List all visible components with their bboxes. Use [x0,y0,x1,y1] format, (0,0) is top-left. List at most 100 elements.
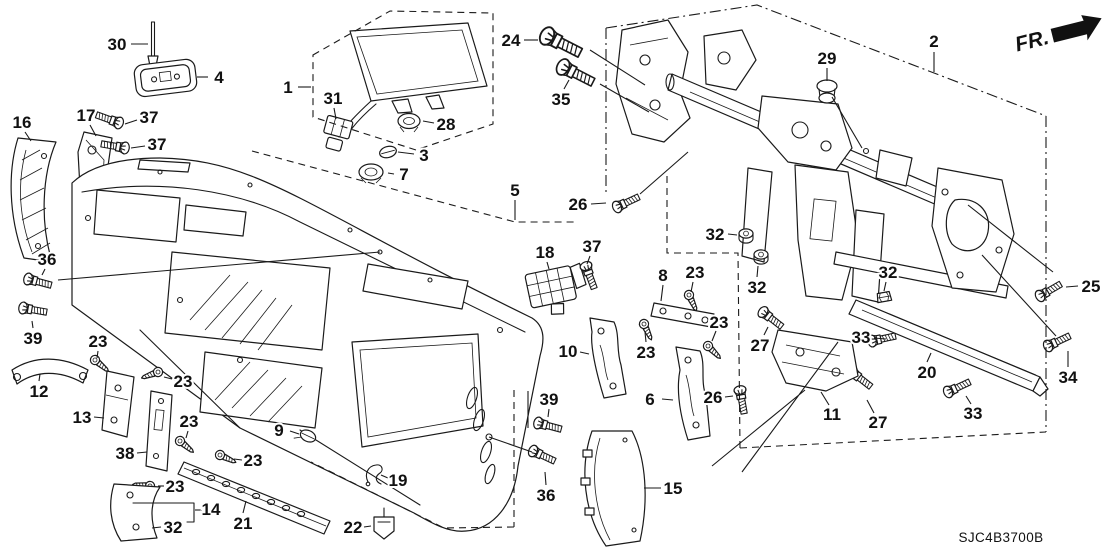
part-callout-23[interactable]: 23 [635,341,658,364]
part-callout-21[interactable]: 21 [232,512,255,535]
part-callout-12[interactable]: 12 [28,380,51,403]
part-29-grommet-drawing [816,79,838,104]
part-callout-13[interactable]: 13 [71,406,94,429]
part-callout-11[interactable]: 11 [821,403,843,426]
part-callout-17[interactable]: 17 [75,104,98,127]
part-callout-24[interactable]: 24 [500,29,523,52]
callout-leader-line [644,331,647,343]
part-23-screw-drawing [637,317,657,343]
part-callout-18[interactable]: 18 [534,241,557,264]
part-callout-32[interactable]: 32 [162,516,185,539]
part-callout-35[interactable]: 35 [550,88,573,111]
part-36-bolt-drawing [526,443,558,468]
part-callout-7[interactable]: 7 [397,163,410,186]
part-callout-31[interactable]: 31 [322,87,345,110]
part-callout-33[interactable]: 33 [850,326,873,349]
part-3-clip-drawing [379,145,397,159]
part-callout-23[interactable]: 23 [178,410,201,433]
part-callout-28[interactable]: 28 [435,113,458,136]
part-callout-20[interactable]: 20 [916,361,939,384]
part-callout-23[interactable]: 23 [87,330,110,353]
part-callout-36[interactable]: 36 [535,484,558,507]
part-32-clip-drawing [875,290,893,304]
part-callout-15[interactable]: 15 [662,477,685,500]
part-callout-27[interactable]: 27 [867,411,890,434]
part-callout-8[interactable]: 8 [656,264,669,287]
part-26-bolt-drawing [610,190,642,215]
part-callout-2[interactable]: 2 [927,30,940,53]
callout-leader-line [590,202,607,205]
part-7-cap-drawing [358,163,384,184]
part-callout-26[interactable]: 26 [567,193,590,216]
callout-leader-line [661,398,674,401]
part-callout-19[interactable]: 19 [387,469,410,492]
part-11-bracket-drawing [771,329,859,392]
callout-leader-line [756,265,759,278]
part-callout-37[interactable]: 37 [581,235,604,258]
callout-leader-line [586,255,591,265]
part-38-bracket-drawing [145,390,173,472]
part-callout-5[interactable]: 5 [508,179,521,202]
callout-leader-line [727,233,738,236]
callout-leader-line [242,500,247,514]
part-callout-23[interactable]: 23 [164,475,187,498]
callout-leader-line [233,458,243,461]
part-callout-37[interactable]: 37 [146,133,169,156]
part-callout-23[interactable]: 23 [242,449,265,472]
callout-leader-line [163,376,173,380]
part-15-lid-drawing [580,430,646,547]
part-callout-26[interactable]: 26 [702,386,725,409]
part-callout-30[interactable]: 30 [106,33,129,56]
callout-leader-line [31,320,34,329]
part-callout-33[interactable]: 33 [962,402,985,425]
part-callout-39[interactable]: 39 [538,388,561,411]
callout-leader-line [89,124,97,137]
part-12-strap-drawing [11,358,89,385]
callout-leader-line [820,391,830,406]
part-callout-4[interactable]: 4 [212,66,226,89]
callout-leader-line [883,281,887,292]
part-callout-27[interactable]: 27 [749,334,772,357]
part-callout-37[interactable]: 37 [138,106,161,129]
callout-leader-line [151,526,162,529]
part-5-instrument-panel-drawing [71,157,544,532]
part-callout-39[interactable]: 39 [22,327,45,350]
part-callout-23[interactable]: 23 [708,311,731,334]
part-callout-6[interactable]: 6 [643,388,656,411]
part-callout-16[interactable]: 16 [11,111,34,134]
part-callout-14[interactable]: 14 [200,498,223,521]
part-callout-1[interactable]: 1 [281,76,294,99]
part-13-bracket-drawing [101,370,135,438]
callout-leader-line [136,451,148,454]
part-callout-10[interactable]: 10 [557,340,580,363]
part-36-bolt-drawing [21,271,54,292]
callout-leader-line [363,525,372,528]
part-1-airbag-lid-drawing [338,22,488,138]
part-callout-36[interactable]: 36 [36,248,59,271]
part-23-screw-drawing [172,433,197,457]
callout-leader-line [289,430,300,435]
part-callout-29[interactable]: 29 [816,47,839,70]
part-39-bolt-drawing [531,415,564,436]
part-callout-34[interactable]: 34 [1057,366,1080,389]
part-callout-23[interactable]: 23 [172,370,195,393]
part-callout-3[interactable]: 3 [417,144,430,167]
part-callout-32[interactable]: 32 [704,223,727,246]
callout-leader-line [41,268,46,276]
part-callout-25[interactable]: 25 [1080,275,1103,298]
part-callout-32[interactable]: 32 [746,276,769,299]
part-callout-38[interactable]: 38 [114,442,137,465]
part-9-clip-drawing [293,429,317,443]
callout-leader-line [93,416,105,419]
callout-leader-line [397,151,415,155]
part-callout-32[interactable]: 32 [877,261,900,284]
part-callout-23[interactable]: 23 [684,261,707,284]
part-callout-9[interactable]: 9 [272,419,285,442]
part-39-bolt-drawing [17,300,49,319]
part-31-connector-drawing [323,114,354,152]
part-callout-22[interactable]: 22 [342,516,365,539]
callout-leader-line [185,430,189,439]
callout-leader-line [724,395,734,398]
